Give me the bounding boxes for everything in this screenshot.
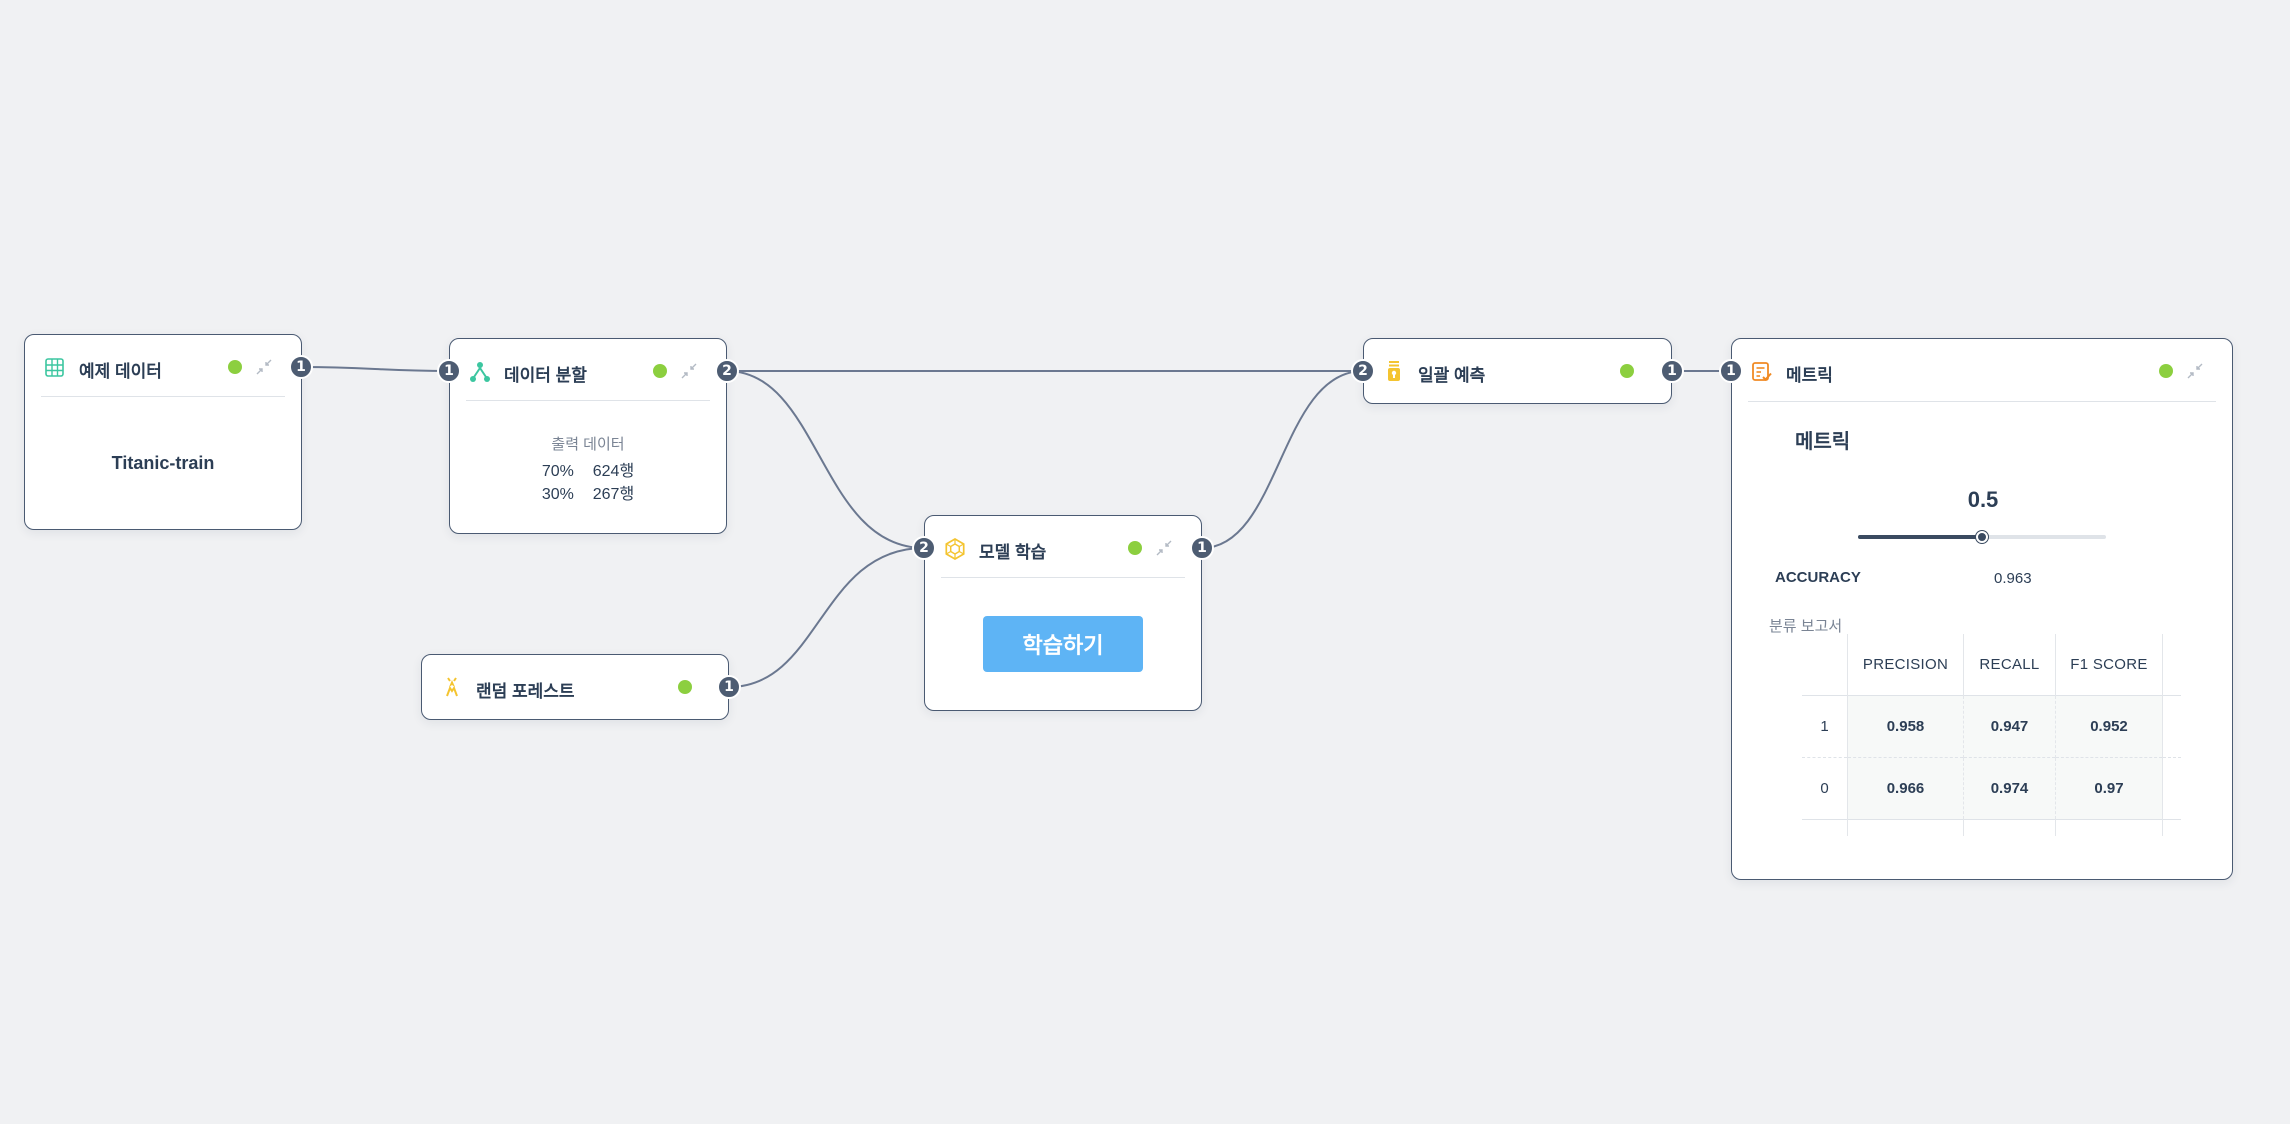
- model-icon: [945, 538, 965, 560]
- node-header: 데이터 분할: [450, 339, 726, 401]
- classification-report-label: 분류 보고서: [1769, 618, 1843, 635]
- forest-icon: [446, 677, 458, 697]
- column-header: F1 SCORE: [2055, 634, 2163, 696]
- status-indicator: [1620, 364, 1634, 378]
- column-header: PRECISION: [1847, 634, 1964, 696]
- input-port[interactable]: 1: [437, 359, 461, 383]
- recall-value: 0.974: [1963, 757, 2056, 820]
- column-header: RECALL: [1963, 634, 2056, 696]
- node-title: 일괄 예측: [1418, 366, 1486, 385]
- node-metrics[interactable]: 메트릭 메트릭 0.5 ACCURACY 0.963 분류 보고서 PRECIS…: [1731, 338, 2233, 880]
- node-sample-data[interactable]: 예제 데이터 Titanic-train: [24, 334, 302, 530]
- dataset-name: Titanic-train: [111, 453, 215, 473]
- output-port[interactable]: 1: [1190, 536, 1214, 560]
- precision-value: 0.966: [1847, 757, 1964, 820]
- train-button[interactable]: 학습하기: [983, 616, 1143, 672]
- status-indicator: [1128, 541, 1142, 555]
- status-indicator: [228, 360, 242, 374]
- row-label: 0: [1820, 780, 1829, 797]
- threshold-slider[interactable]: [1858, 531, 2106, 543]
- input-port[interactable]: 2: [912, 536, 936, 560]
- collapse-icon[interactable]: [254, 357, 274, 377]
- node-random-forest[interactable]: 랜덤 포레스트: [421, 654, 729, 720]
- node-title: 예제 데이터: [79, 362, 162, 381]
- table-row: 1 0.958 0.947 0.952: [1802, 695, 2181, 758]
- table-header-row: PRECISION RECALL F1 SCORE: [1802, 634, 2181, 696]
- slider-fill: [1858, 535, 1982, 539]
- split-row: 30% 267행: [450, 480, 726, 504]
- metrics-icon: [1752, 362, 1772, 381]
- node-header: 메트릭: [1732, 339, 2232, 402]
- input-port[interactable]: 1: [1719, 359, 1743, 383]
- output-port[interactable]: 1: [1660, 359, 1684, 383]
- table-icon: [45, 358, 64, 377]
- status-indicator: [2159, 364, 2173, 378]
- node-title: 랜덤 포레스트: [476, 682, 575, 701]
- split-rows: 624행: [592, 463, 635, 480]
- threshold-value: 0.5: [1967, 487, 1999, 512]
- split-row: 70% 624행: [450, 457, 726, 481]
- edge-split-to-training[interactable]: [726, 370, 925, 549]
- input-port[interactable]: 2: [1351, 359, 1375, 383]
- status-indicator: [678, 680, 692, 694]
- f1-score-value: 0.952: [2055, 695, 2163, 758]
- split-percent: 30%: [541, 486, 574, 503]
- metrics-section-title: 메트릭: [1795, 431, 1851, 453]
- recall-value: 0.947: [1963, 695, 2056, 758]
- classification-report-table: PRECISION RECALL F1 SCORE 1 0.958 0.947 …: [1802, 634, 2181, 836]
- node-title: 메트릭: [1786, 366, 1833, 385]
- split-percent: 70%: [541, 463, 574, 480]
- prediction-icon: [1388, 361, 1400, 381]
- table-corner: [1802, 634, 1848, 696]
- split-icon: [470, 362, 490, 382]
- node-header: 모델 학습: [925, 516, 1201, 578]
- row-label: 1: [1820, 718, 1829, 735]
- output-port[interactable]: 1: [289, 355, 313, 379]
- node-data-split[interactable]: 데이터 분할 출력 데이터 70% 624행 30% 267행: [449, 338, 727, 534]
- collapse-icon[interactable]: [1154, 538, 1174, 558]
- accuracy-value: 0.963: [1994, 570, 2032, 587]
- output-port[interactable]: 1: [717, 675, 741, 699]
- edge-forest-to-training[interactable]: [728, 547, 925, 688]
- edge-sample-to-split[interactable]: [300, 366, 450, 372]
- collapse-icon[interactable]: [2185, 361, 2205, 381]
- node-title: 데이터 분할: [504, 366, 587, 385]
- output-data-label: 출력 데이터: [551, 436, 625, 453]
- output-port[interactable]: 2: [715, 359, 739, 383]
- node-model-training[interactable]: 모델 학습 학습하기: [924, 515, 1202, 711]
- slider-handle[interactable]: [1976, 531, 1988, 543]
- node-title: 모델 학습: [979, 543, 1047, 562]
- edge-training-to-batch[interactable]: [1201, 370, 1364, 549]
- accuracy-label: ACCURACY: [1775, 569, 1861, 586]
- collapse-icon[interactable]: [679, 361, 699, 381]
- table-row: 0 0.966 0.974 0.97: [1802, 757, 2181, 820]
- split-rows: 267행: [592, 486, 635, 503]
- node-header: 예제 데이터: [25, 335, 301, 397]
- precision-value: 0.958: [1847, 695, 1964, 758]
- node-header: 랜덤 포레스트: [422, 655, 728, 719]
- f1-score-value: 0.97: [2055, 757, 2163, 820]
- status-indicator: [653, 364, 667, 378]
- node-batch-prediction[interactable]: 일괄 예측: [1363, 338, 1672, 404]
- node-header: 일괄 예측: [1364, 339, 1671, 403]
